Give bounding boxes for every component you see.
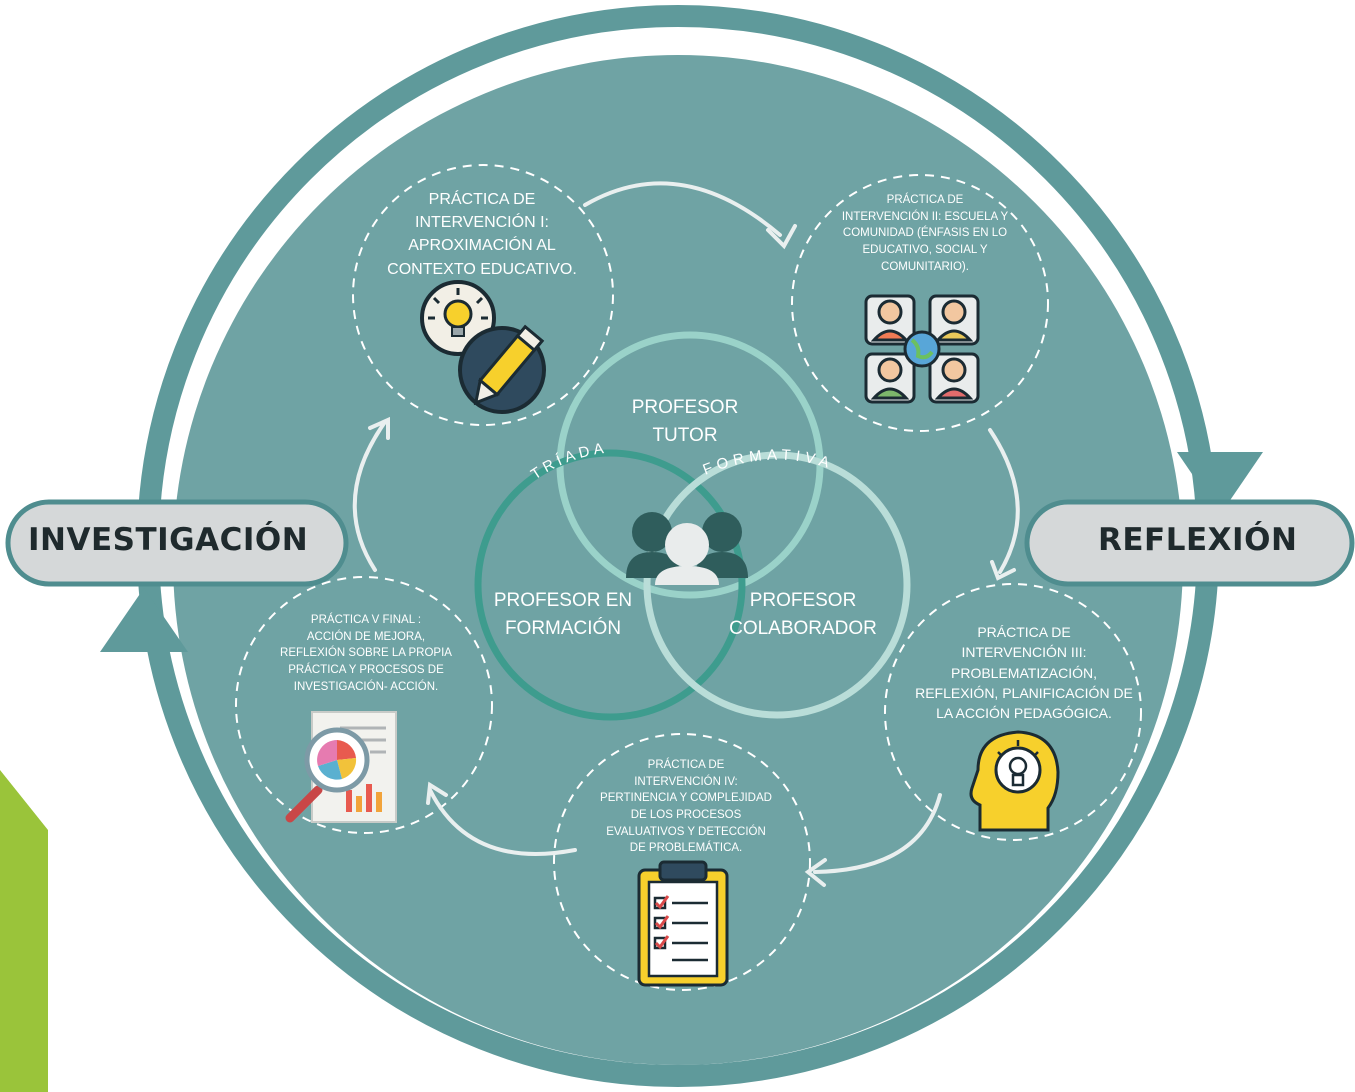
report-magnifier-icon bbox=[285, 711, 397, 823]
practice-5-line: ACCIÓN DE MEJORA, bbox=[306, 630, 426, 643]
reflexion-pill bbox=[1024, 499, 1355, 587]
practice-3-line: PRÁCTICA DE bbox=[977, 624, 1071, 640]
venn-circle-colaborador bbox=[643, 451, 911, 719]
practice-3-line: INTERVENCIÓN III: bbox=[961, 644, 1087, 661]
practice-3-line: PROBLEMATIZACIÓN, bbox=[951, 664, 1097, 681]
practice-2-line: INTERVENCIÓN II: ESCUELA Y bbox=[841, 210, 1009, 223]
reflexion-label: REFLEXIÓN bbox=[1098, 522, 1298, 558]
practice-4-line: PRÁCTICA DE bbox=[647, 759, 725, 771]
practice-1-line: INTERVENCIÓN I: bbox=[415, 214, 549, 232]
profesor-formacion-line: PROFESOR EN bbox=[493, 590, 633, 611]
head-lightbulb-icon bbox=[969, 730, 1060, 832]
practice-5-line: INVESTIGACIÓN- ACCIÓN. bbox=[293, 680, 439, 693]
practice-1-text: PRÁCTICA DE INTERVENCIÓN I: APROXIMACIÓN… bbox=[372, 188, 592, 281]
practice-1-line: CONTEXTO EDUCATIVO. bbox=[387, 260, 577, 278]
practice-3-text: PRÁCTICA DE INTERVENCIÓN III: PROBLEMATI… bbox=[900, 622, 1148, 723]
profesor-tutor-label: PROFESOR TUTOR bbox=[600, 394, 770, 449]
profesor-colaborador-line: PROFESOR bbox=[749, 590, 857, 611]
investigacion-label: INVESTIGACIÓN bbox=[28, 522, 309, 558]
profesor-formacion-label: PROFESOR EN FORMACIÓN bbox=[478, 587, 648, 642]
lightbulb-pencil-icon bbox=[420, 280, 546, 414]
practice-2-line: COMUNIDAD (ÉNFASIS EN LO bbox=[842, 227, 1008, 240]
ring-arrow-up-icon bbox=[100, 588, 188, 652]
checklist-clipboard-icon bbox=[637, 860, 729, 987]
practice-3-line: LA ACCIÓN PEDAGÓGICA. bbox=[936, 705, 1112, 722]
practice-5-line: PRÁCTICA Y PROCESOS DE bbox=[288, 664, 444, 677]
practice-4-line: INTERVENCIÓN IV: bbox=[634, 775, 738, 788]
practice-2-line: EDUCATIVO, SOCIAL Y bbox=[862, 244, 988, 257]
left-accent-bar bbox=[0, 770, 48, 1092]
practice-4-circle bbox=[553, 733, 811, 991]
flow-arrows bbox=[352, 181, 1020, 887]
practice-4-text: PRÁCTICA DE INTERVENCIÓN IV: PERTINENCIA… bbox=[588, 757, 784, 857]
profesor-tutor-line: PROFESOR bbox=[631, 397, 739, 418]
practice-2-text: PRÁCTICA DE INTERVENCIÓN II: ESCUELA Y C… bbox=[822, 192, 1028, 275]
profesor-colaborador-label: PROFESOR COLABORADOR bbox=[718, 587, 888, 642]
practice-4-line: PERTINENCIA Y COMPLEJIDAD bbox=[600, 792, 772, 805]
practice-3-line: REFLEXIÓN, PLANIFICACIÓN DE bbox=[915, 684, 1133, 701]
practice-2-line: COMUNITARIO). bbox=[881, 260, 969, 273]
practice-1-circle bbox=[352, 164, 614, 426]
practice-1-line: APROXIMACIÓN AL bbox=[408, 237, 556, 255]
investigacion-pill bbox=[5, 499, 349, 587]
people-group-icon bbox=[626, 512, 748, 585]
practice-5-line: REFLEXIÓN SOBRE LA PROPIA bbox=[280, 647, 452, 660]
practice-4-line: DE LOS PROCESOS bbox=[630, 809, 742, 822]
profesor-formacion-line: FORMACIÓN bbox=[504, 617, 622, 639]
venn-circle-formacion bbox=[474, 449, 746, 721]
profesor-colaborador-line: COLABORADOR bbox=[729, 617, 877, 639]
practice-4-line: EVALUATIVOS Y DETECCIÓN bbox=[606, 825, 766, 838]
practice-2-circle bbox=[791, 174, 1049, 432]
practice-5-circle bbox=[235, 576, 493, 834]
profesor-tutor-line: TUTOR bbox=[652, 424, 718, 446]
practice-1-line: PRÁCTICA DE bbox=[428, 191, 536, 208]
ring-arrow-down-icon bbox=[1177, 452, 1263, 515]
practice-3-circle bbox=[884, 583, 1142, 841]
practice-5-line: PRÁCTICA V FINAL : bbox=[310, 614, 422, 626]
community-people-globe-icon bbox=[864, 294, 980, 404]
practice-2-line: PRÁCTICA DE bbox=[886, 194, 964, 206]
practice-4-line: DE PROBLEMÁTICA. bbox=[629, 842, 743, 855]
practice-5-text: PRÁCTICA V FINAL : ACCIÓN DE MEJORA, REF… bbox=[268, 612, 464, 695]
